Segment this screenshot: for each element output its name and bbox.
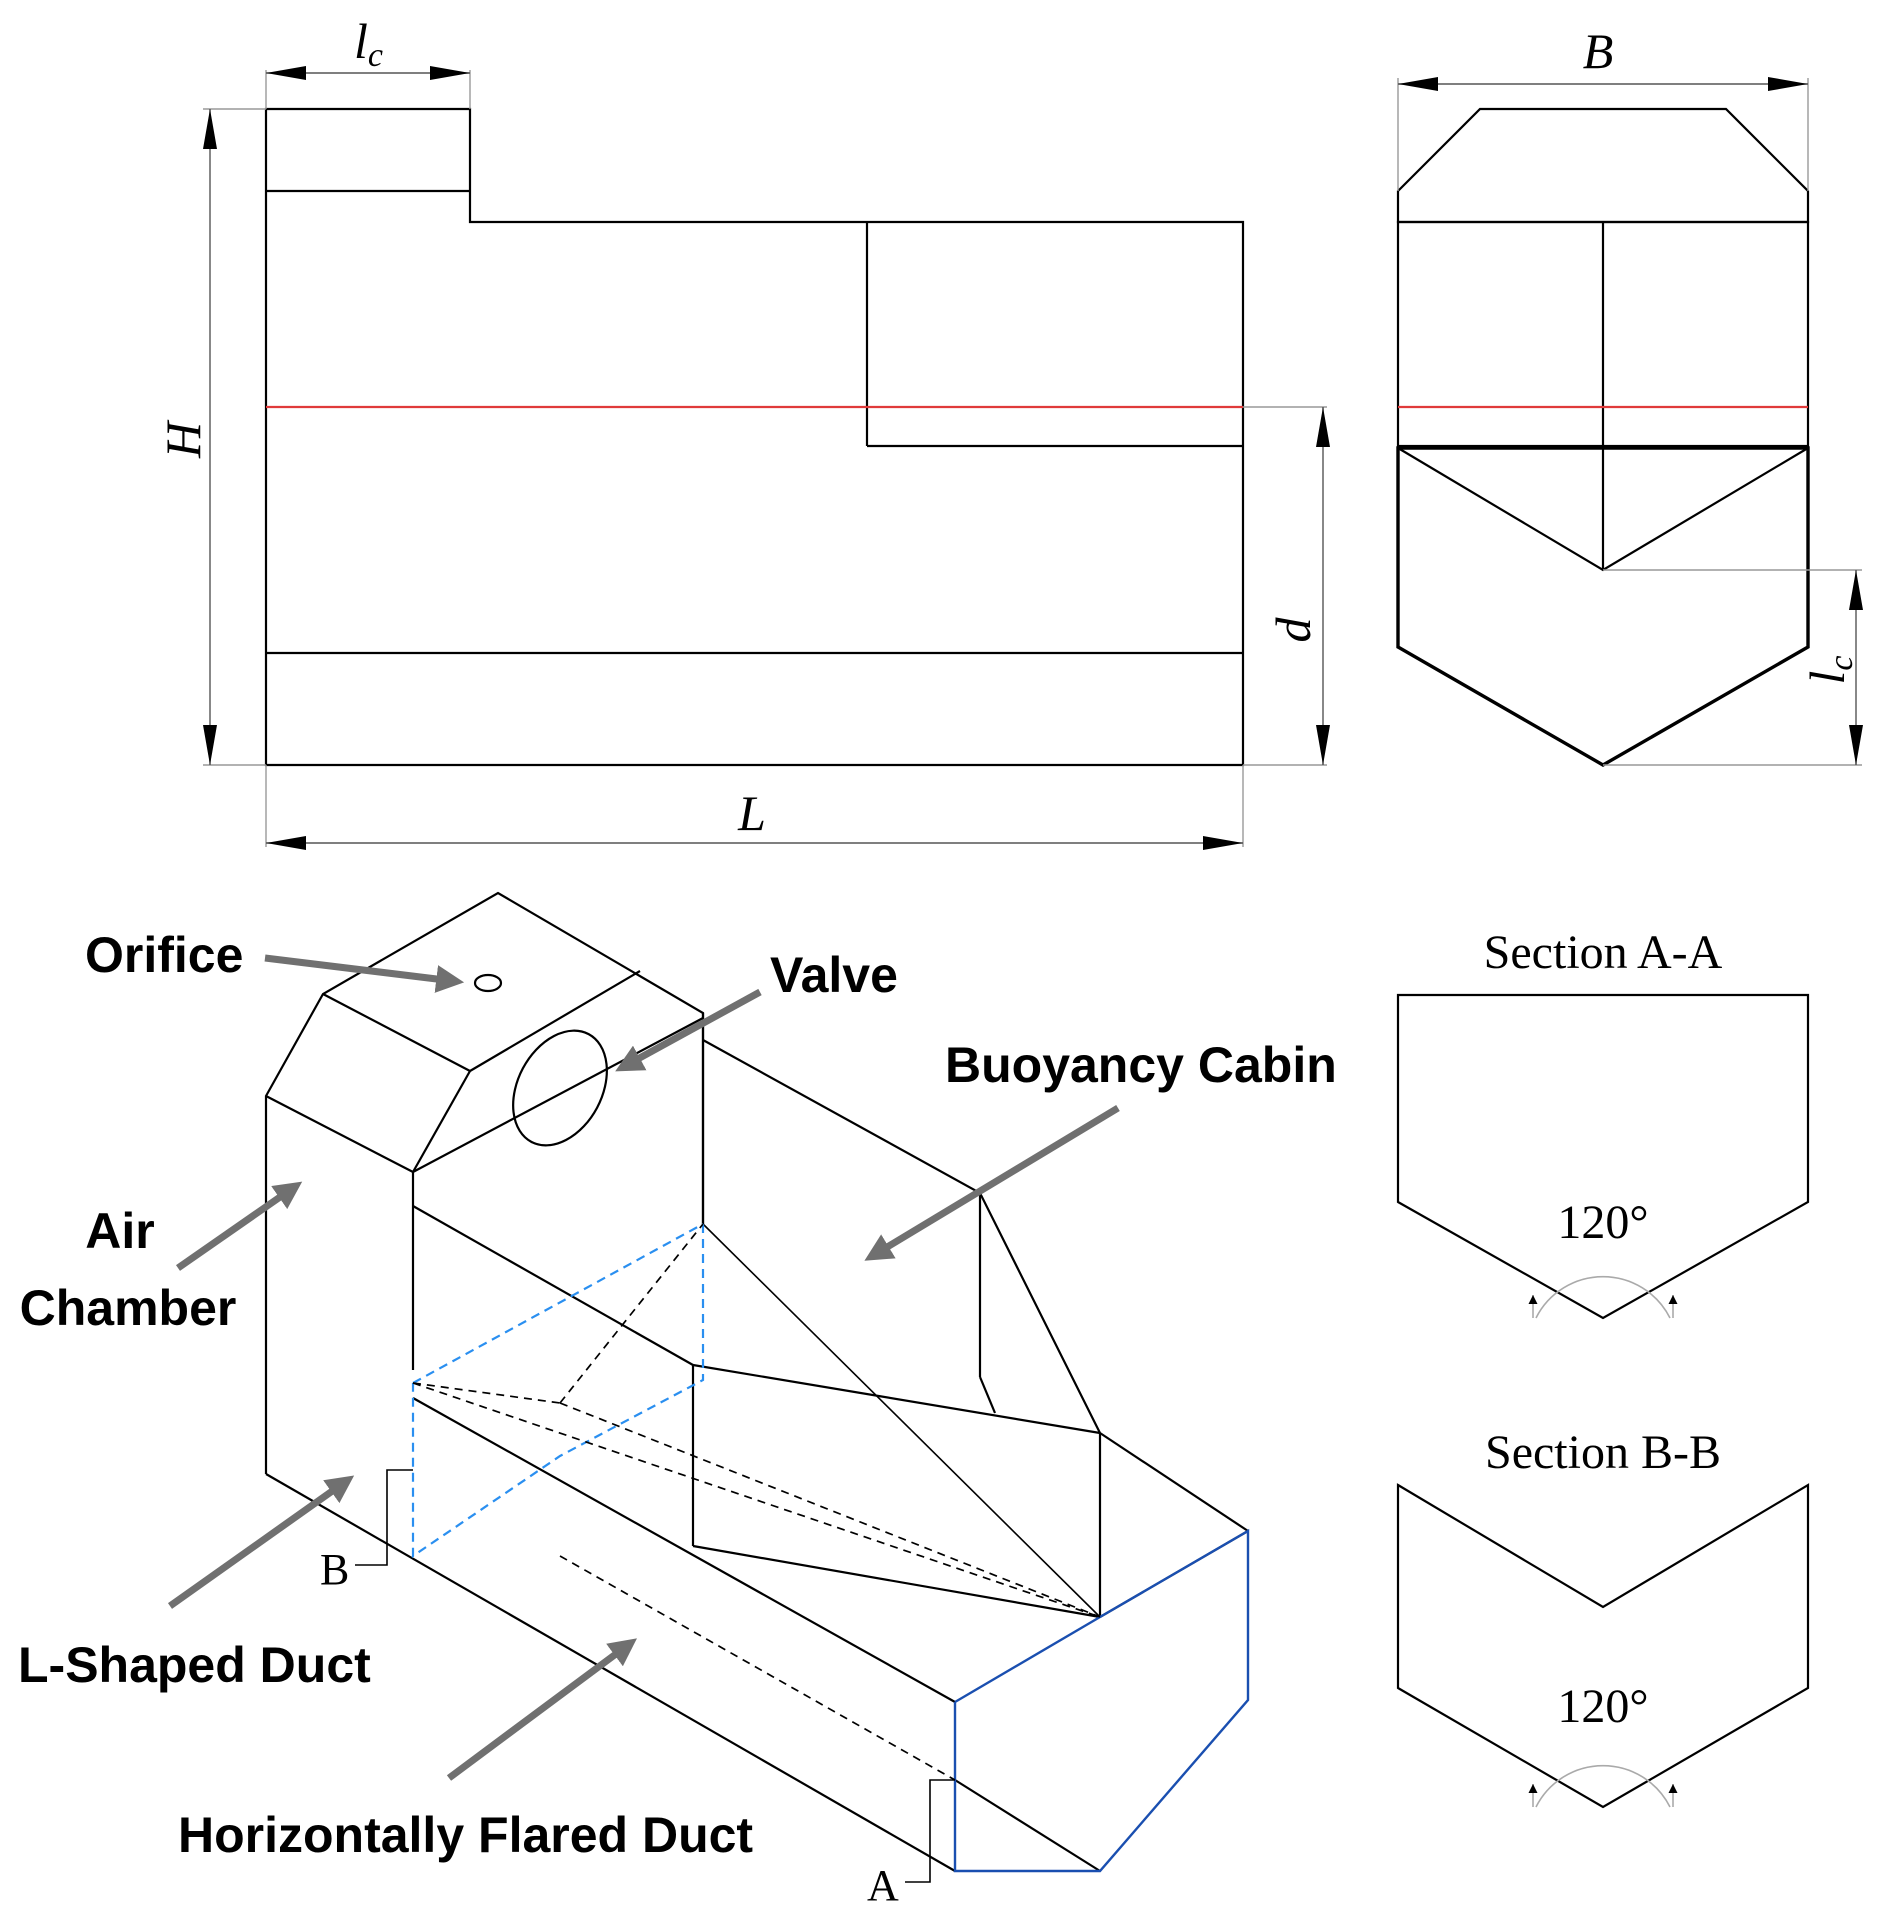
cut-b-label: B: [320, 1545, 349, 1594]
l-label: L: [737, 785, 766, 841]
chamber-outline: [264, 891, 705, 1474]
chamber-top-outline: [1396, 107, 1810, 224]
cabin-diagonal: [702, 1223, 1101, 1618]
hidden-duct-outline-blue: [411, 1224, 705, 1559]
section-a-title: Section A-A: [1484, 926, 1723, 979]
cabin-lower-front-edge: [692, 1363, 1101, 1435]
horizontally-flared-duct-arrow: [446, 1638, 637, 1781]
valve-arrow: [615, 988, 762, 1072]
front-view: B lc: [1396, 23, 1863, 767]
l-shaped-duct-label: L-Shaped Duct: [18, 1637, 371, 1693]
elevation-outline: [264, 107, 1245, 767]
duct-bottom-left-edge: [265, 1473, 956, 1872]
isometric-view: B A: [264, 891, 1250, 1910]
horizontally-flared-duct-label: Horizontally Flared Duct: [178, 1807, 753, 1863]
hidden-line-4: [559, 1402, 1101, 1618]
section-b-angle-arc: [1535, 1764, 1671, 1808]
hidden-line-1: [412, 1382, 561, 1404]
buoyancy-cabin-label: Buoyancy Cabin: [945, 1037, 1337, 1093]
section-b-outline: [1396, 1483, 1810, 1809]
duct-top-front-edge: [692, 1544, 1101, 1619]
chamber-front-bottom-edge: [412, 1017, 704, 1173]
section-a-angle-arc: [1535, 1275, 1671, 1319]
callouts: Orifice Valve Buoyancy Cabin Air Chamber…: [18, 927, 1337, 1863]
chamber-top-front-edge: [469, 970, 641, 1072]
front-hull-outline: [1396, 446, 1810, 767]
duct-inner-bottom-edge: [954, 1779, 1101, 1872]
air-chamber-arrow: [176, 1181, 303, 1271]
duct-top-left-edge: [412, 1397, 956, 1703]
hidden-line-3: [412, 1382, 1101, 1618]
air-chamber-label-line2: Chamber: [20, 1280, 237, 1336]
section-a-outline: [1396, 993, 1810, 1320]
section-a-a: Section A-A 120°: [1396, 926, 1810, 1320]
chamber-bevel-edge: [412, 1070, 471, 1173]
duct-upper-right-edge: [1099, 1432, 1249, 1532]
hidden-line-2: [559, 1223, 704, 1404]
chamber-top-left-edge: [322, 993, 471, 1072]
valve-label: Valve: [770, 947, 898, 1003]
d-label: d: [1265, 617, 1321, 643]
buoyancy-cabin-arrow: [864, 1105, 1120, 1261]
h-label: H: [155, 419, 211, 459]
lc-side-label: lc: [1799, 656, 1860, 685]
cabin-back-foot: [978, 1376, 997, 1414]
b-label: B: [1583, 23, 1614, 79]
chamber-mid-edge: [265, 1095, 414, 1173]
air-chamber-label-line1: Air: [85, 1203, 154, 1259]
hidden-line-5: [559, 1555, 956, 1781]
orifice-arrow: [264, 954, 465, 993]
l-shaped-duct-arrow: [167, 1475, 355, 1609]
lc-top-label: lc: [354, 13, 383, 74]
cabin-lower-left-edge: [412, 1205, 694, 1366]
cut-a-bracket: [905, 1779, 955, 1883]
section-a-angle-label: 120°: [1557, 1196, 1648, 1249]
section-b-title: Section B-B: [1485, 1426, 1721, 1479]
hidden-duct-top-blue: [412, 1223, 704, 1384]
valve-shape: [512, 1029, 608, 1147]
section-b-b: Section B-B 120°: [1396, 1426, 1810, 1809]
orifice-shape: [473, 973, 503, 993]
section-b-angle-label: 120°: [1557, 1680, 1648, 1733]
cut-a-label: A: [867, 1861, 899, 1910]
side-elevation-view: lc H d L: [155, 13, 1330, 850]
cut-b-bracket: [355, 1469, 413, 1566]
orifice-label: Orifice: [85, 927, 243, 983]
